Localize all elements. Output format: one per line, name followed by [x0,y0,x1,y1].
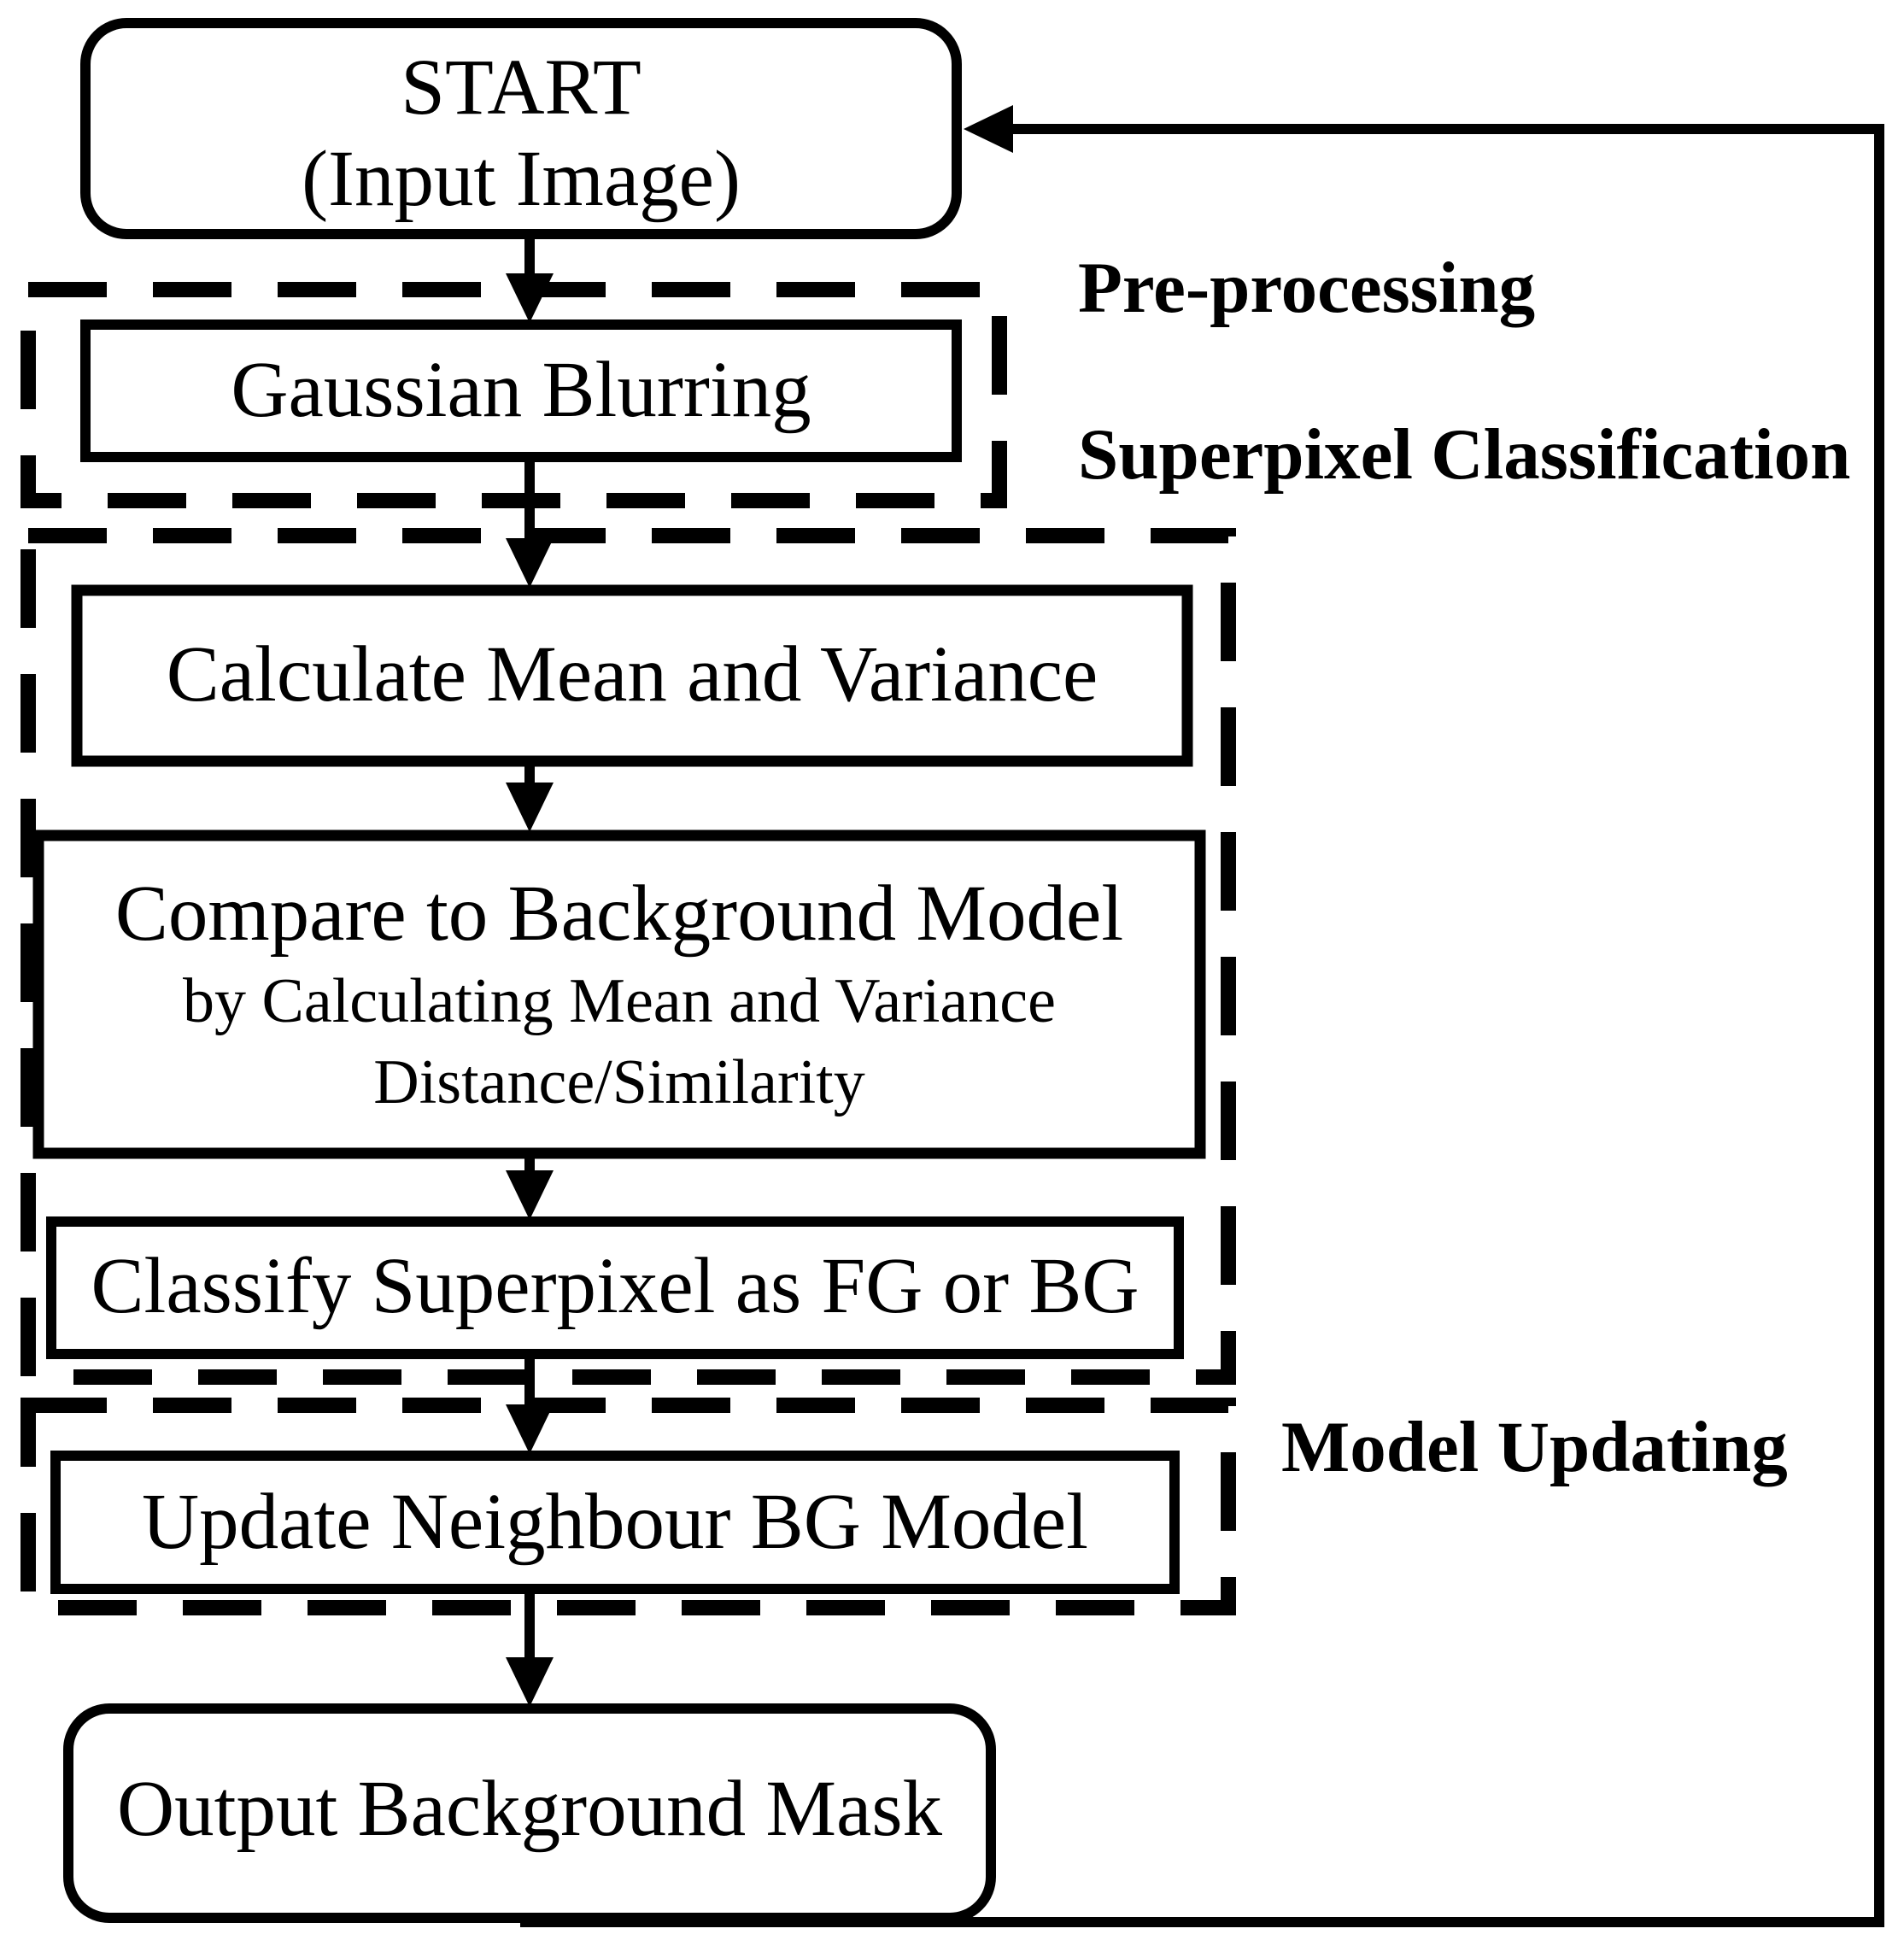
group-label-model-updating: Model Updating [1281,1407,1788,1487]
node-update-neighbour-bg-model [50,1451,1180,1594]
group-label-superpixel-classification: Superpixel Classification [1078,414,1850,495]
node-start-line1: START [401,44,642,132]
group-box-model-updating [21,1398,1236,1615]
group-label-preprocessing: Pre-processing [1078,248,1535,328]
node-compare-line2: by Calculating Mean and Variance [183,966,1056,1036]
node-start-line2: (Input Image) [302,135,741,223]
edge-calculate-compare [506,759,554,832]
node-gaussian-blurring [80,319,962,462]
node-classify-superpixel-label: Classify Superpixel as FG or BG [91,1242,1139,1330]
node-calculate-mean-variance-label: Calculate Mean and Variance [167,630,1098,718]
edge-start-gaussian [506,234,554,323]
node-classify-superpixel [46,1216,1184,1359]
node-gaussian-blurring-label: Gaussian Blurring [231,346,811,434]
arrowhead-down-icon [506,538,554,588]
node-compare-background-model [32,829,1206,1159]
node-update-neighbour-bg-model-label: Update Neighbour BG Model [142,1478,1088,1566]
arrowhead-down-icon [506,1657,554,1707]
node-calculate-mean-variance [71,584,1193,767]
edge-classify-update [506,1352,554,1454]
edge-gaussian-calculate [506,455,554,588]
edge-update-output [506,1587,554,1707]
node-compare-line3: Distance/Similarity [373,1047,864,1117]
arrowhead-down-icon [506,1170,554,1220]
group-box-preprocessing [21,282,1007,508]
arrowhead-down-icon [506,783,554,832]
arrowhead-down-icon [506,1404,554,1454]
edge-compare-classify [506,1152,554,1220]
group-box-superpixel-classification [21,528,1236,1385]
node-start [80,18,962,239]
node-compare-line1: Compare to Background Model [115,870,1123,958]
arrowhead-left-icon [964,105,1013,153]
arrowhead-down-icon [506,273,554,323]
node-output-background-mask [63,1703,996,1923]
node-output-background-mask-label: Output Background Mask [117,1765,943,1853]
